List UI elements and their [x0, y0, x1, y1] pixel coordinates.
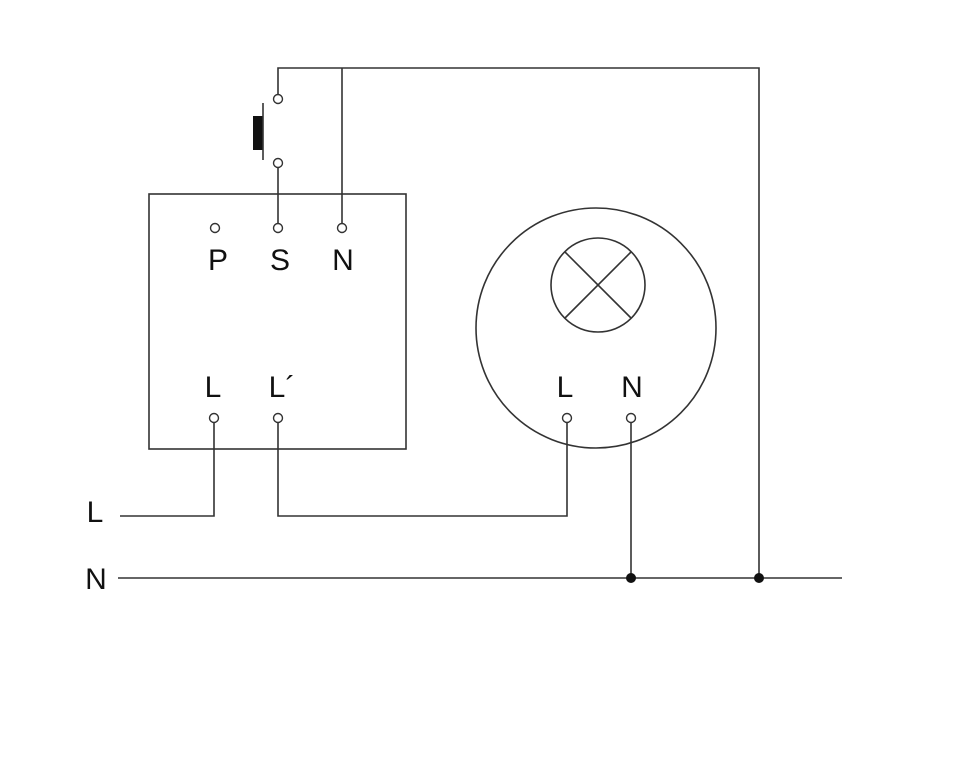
- lamp-label-l: L: [557, 371, 574, 404]
- junction-dot: [626, 573, 636, 583]
- terminal-s: [272, 222, 284, 234]
- supply-label-l: L: [87, 496, 104, 529]
- terminal-p: [209, 222, 221, 234]
- label-s: S: [270, 244, 290, 277]
- lamp-label-n: N: [621, 371, 643, 404]
- terminal-l: [208, 412, 220, 424]
- terminal-n: [336, 222, 348, 234]
- pushbutton-icon: [253, 93, 284, 169]
- label-l: L: [205, 371, 222, 404]
- label-p: P: [208, 244, 228, 277]
- lamp-terminal-n: [625, 412, 637, 424]
- label-n: N: [332, 244, 354, 277]
- wire-lprime-to-lamp: [277, 422, 568, 517]
- supply-label-n: N: [85, 563, 107, 596]
- wire-switch-to-neutral: [277, 67, 760, 578]
- label-l-prime: L´: [269, 371, 296, 404]
- wire-supply-line: [120, 422, 215, 517]
- dimmer-module: [148, 193, 407, 450]
- terminal-l-prime: [272, 412, 284, 424]
- junction-dot: [754, 573, 764, 583]
- lamp-icon: [550, 237, 646, 333]
- lamp-housing: [475, 207, 717, 449]
- lamp-terminal-l: [561, 412, 573, 424]
